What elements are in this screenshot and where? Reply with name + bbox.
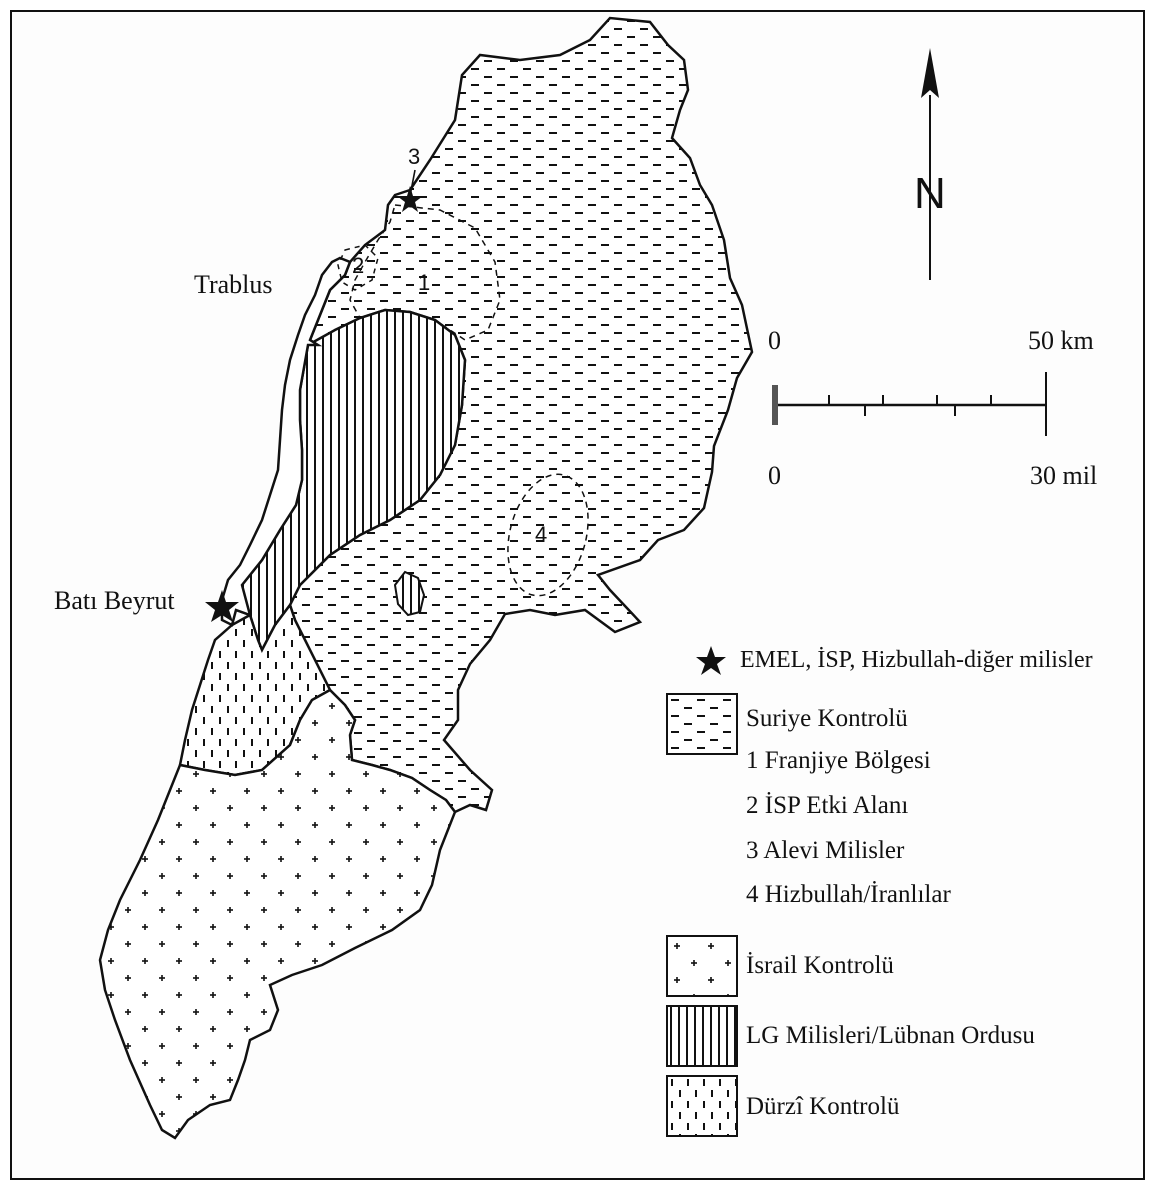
- legend-swatch-syria: [666, 693, 738, 755]
- north-arrow-head: [921, 48, 939, 98]
- legend-star-label: EMEL, İSP, Hizbullah-diğer milisler: [740, 647, 1093, 673]
- legend-swatch-israel: [666, 935, 738, 997]
- north-letter: N: [914, 169, 946, 218]
- legend-swatch-druze: [666, 1075, 738, 1137]
- legend-israel-label: İsrail Kontrolü: [746, 952, 894, 979]
- zone-number-1: 1: [418, 270, 431, 295]
- legend-swatch-lf: [666, 1005, 738, 1067]
- lf-enclave: [393, 570, 426, 617]
- scale-bar: [772, 372, 1047, 436]
- scale-mile-end: 30 mil: [1030, 461, 1098, 490]
- label-trablus: Trablus: [194, 270, 273, 299]
- zone-2-outline: [337, 244, 379, 291]
- legend-star-icon: [696, 646, 726, 675]
- scale-km-start: 0: [768, 326, 781, 355]
- zone-4-outline: [507, 473, 589, 597]
- zone-number-2: 2: [352, 253, 365, 278]
- legend-syria-sub-2: 2 İSP Etki Alanı: [746, 792, 909, 819]
- legend-syria-sub-1: 1 Franjiye Bölgesi: [746, 747, 931, 774]
- legend-lf-label: LG Milisleri/Lübnan Ordusu: [746, 1022, 1035, 1049]
- legend-syria-label: Suriye Kontrolü: [746, 705, 908, 732]
- scale-mile-start: 0: [768, 461, 781, 490]
- scale-km-end: 50 km: [1028, 326, 1094, 355]
- zone-number-3: 3: [408, 144, 421, 169]
- region-israeli-control: [98, 688, 457, 1140]
- legend-syria-sub-4: 4 Hizbullah/İranlılar: [746, 881, 951, 908]
- legend-druze-label: Dürzî Kontrolü: [746, 1093, 900, 1120]
- star-marker-north: [397, 186, 423, 212]
- zone-number-4: 4: [535, 522, 548, 547]
- star-marker-beirut: [205, 590, 239, 622]
- legend-syria-sub-3: 3 Alevi Milisler: [746, 837, 905, 864]
- label-bati-beyrut: Batı Beyrut: [54, 586, 175, 615]
- zone-1-outline: [349, 204, 501, 341]
- coast-strip: [220, 256, 352, 627]
